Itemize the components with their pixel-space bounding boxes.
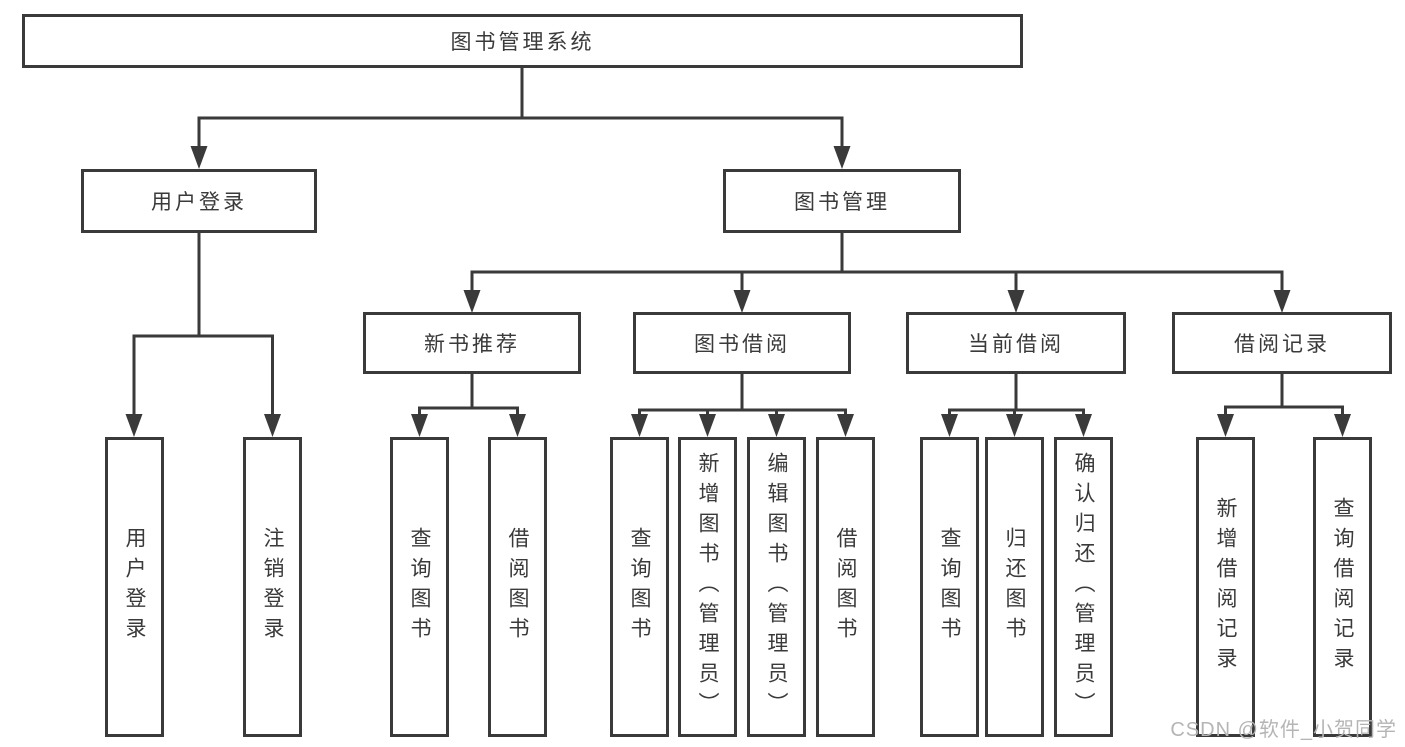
node-book-management: 图书管理 bbox=[723, 169, 961, 233]
leaf-logout: 注销登录 bbox=[243, 437, 302, 737]
leaf-return-books: 归还图书 bbox=[985, 437, 1044, 737]
leaf-add-books-admin-label: 新增图书（管理员） bbox=[696, 452, 720, 722]
leaf-edit-books-admin-label: 编辑图书（管理员） bbox=[765, 452, 789, 722]
node-book-management-system: 图书管理系统 bbox=[22, 14, 1023, 68]
leaf-borrow-books-recommend: 借阅图书 bbox=[488, 437, 547, 737]
leaf-return-books-label: 归还图书 bbox=[1003, 527, 1027, 647]
node-borrowing-records: 借阅记录 bbox=[1172, 312, 1392, 374]
node-user-login: 用户登录 bbox=[81, 169, 317, 233]
leaf-query-books-current-label: 查询图书 bbox=[938, 527, 962, 647]
leaf-query-books-recommend: 查询图书 bbox=[390, 437, 449, 737]
leaf-query-books-current: 查询图书 bbox=[920, 437, 979, 737]
leaf-user-login: 用户登录 bbox=[105, 437, 164, 737]
node-current-borrowing-label: 当前借阅 bbox=[968, 333, 1064, 356]
node-current-borrowing: 当前借阅 bbox=[906, 312, 1126, 374]
leaf-borrow-books-recommend-label: 借阅图书 bbox=[506, 527, 530, 647]
leaf-confirm-return-admin-label: 确认归还（管理员） bbox=[1072, 452, 1096, 722]
leaf-add-borrow-record: 新增借阅记录 bbox=[1196, 437, 1255, 737]
csdn-watermark: CSDN @软件_小贺同学 bbox=[1170, 719, 1397, 741]
leaf-query-books-borrowing: 查询图书 bbox=[610, 437, 669, 737]
leaf-logout-label: 注销登录 bbox=[261, 527, 285, 647]
node-book-borrowing-label: 图书借阅 bbox=[694, 333, 790, 356]
leaf-edit-books-admin: 编辑图书（管理员） bbox=[747, 437, 806, 737]
node-new-book-recommend: 新书推荐 bbox=[363, 312, 581, 374]
node-new-book-recommend-label: 新书推荐 bbox=[424, 333, 520, 356]
node-book-management-label: 图书管理 bbox=[794, 191, 890, 214]
leaf-query-books-recommend-label: 查询图书 bbox=[408, 527, 432, 647]
leaf-add-books-admin: 新增图书（管理员） bbox=[678, 437, 737, 737]
leaf-add-borrow-record-label: 新增借阅记录 bbox=[1214, 497, 1238, 677]
node-borrowing-records-label: 借阅记录 bbox=[1234, 333, 1330, 356]
node-book-borrowing: 图书借阅 bbox=[633, 312, 851, 374]
leaf-query-borrow-record: 查询借阅记录 bbox=[1313, 437, 1372, 737]
arrowheads bbox=[125, 146, 1351, 437]
node-book-management-system-label: 图书管理系统 bbox=[450, 31, 595, 54]
leaf-query-borrow-record-label: 查询借阅记录 bbox=[1331, 497, 1355, 677]
leaf-query-books-borrowing-label: 查询图书 bbox=[628, 527, 652, 647]
leaf-borrow-books-borrowing: 借阅图书 bbox=[816, 437, 875, 737]
leaf-borrow-books-borrowing-label: 借阅图书 bbox=[834, 527, 858, 647]
node-user-login-label: 用户登录 bbox=[151, 191, 247, 214]
leaf-confirm-return-admin: 确认归还（管理员） bbox=[1054, 437, 1113, 737]
leaf-user-login-label: 用户登录 bbox=[123, 527, 147, 647]
